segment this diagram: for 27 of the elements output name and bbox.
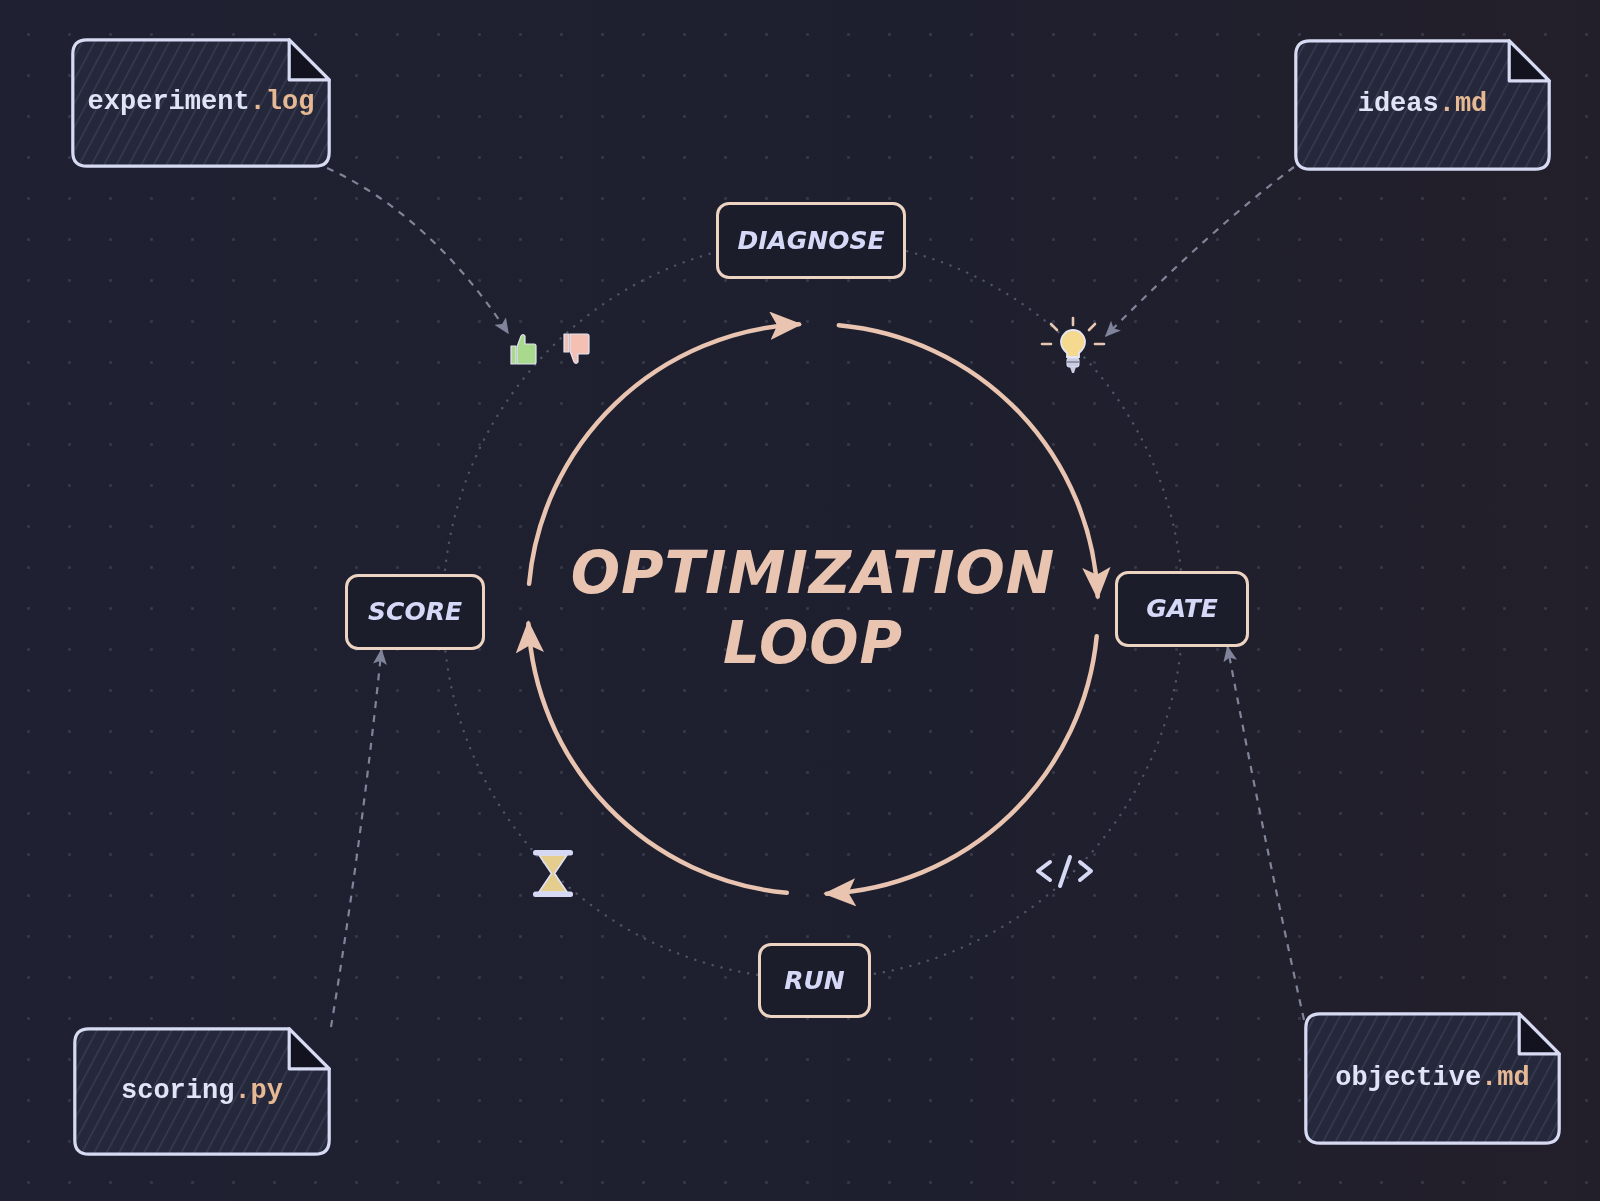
- step-box: [345, 574, 485, 650]
- file-card: [1294, 39, 1551, 171]
- curved-arrow: [517, 620, 790, 896]
- curved-arrow: [836, 322, 1109, 600]
- dashed-arrow: [1104, 166, 1295, 337]
- dashed-arrow: [329, 648, 387, 1028]
- step-box: [1115, 571, 1249, 647]
- lightbulb-icon: [1040, 316, 1106, 376]
- step-box: [758, 943, 871, 1018]
- dashed-arrow: [326, 167, 509, 335]
- file-card: [1304, 1012, 1561, 1145]
- file-name: experiment.log: [87, 88, 315, 118]
- step-box: [716, 202, 906, 279]
- diagram-title: OPTIMIZATION LOOP: [569, 538, 1057, 678]
- curved-arrow: [823, 634, 1099, 905]
- file-name: objective.md: [1335, 1063, 1530, 1094]
- file-card: [71, 38, 331, 168]
- file-name: scoring.py: [121, 1076, 283, 1107]
- curved-arrow: [526, 313, 803, 587]
- file-name: ideas.md: [1357, 90, 1488, 120]
- thumbs-up-down-icon: [508, 332, 592, 366]
- step-label: DIAGNOSE: [737, 226, 885, 255]
- file-card: [73, 1027, 331, 1156]
- step-label: SCORE: [368, 598, 462, 626]
- dashed-arrow: [1223, 645, 1306, 1021]
- step-label: RUN: [784, 966, 845, 995]
- step-label: GATE: [1146, 595, 1218, 623]
